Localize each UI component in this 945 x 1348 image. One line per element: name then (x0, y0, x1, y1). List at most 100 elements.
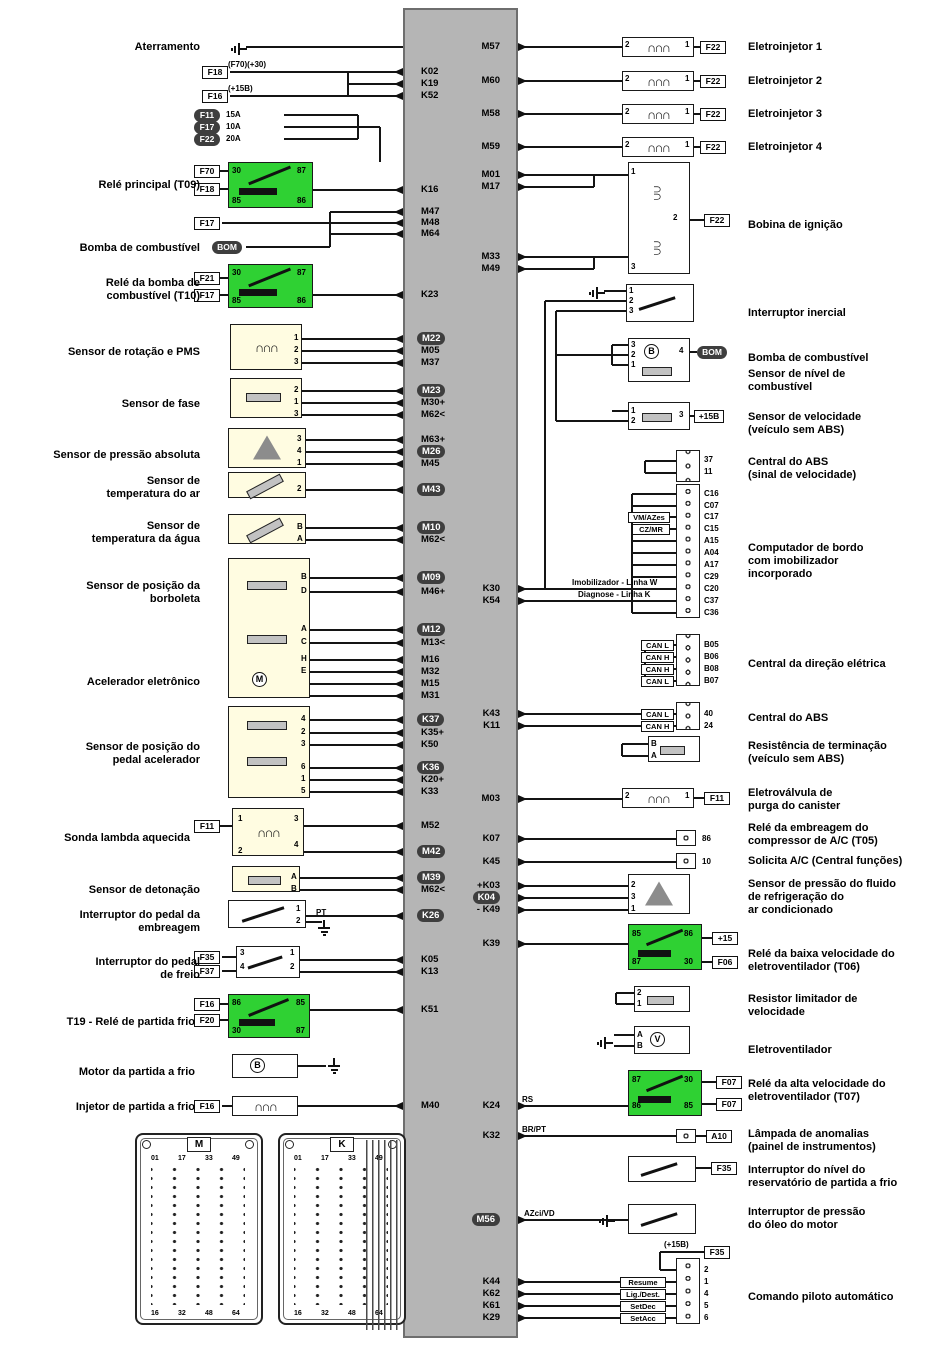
ecu-pin-left: K33 (421, 786, 439, 797)
connector-pin-number: 17 (321, 1155, 329, 1162)
small-text: 1 (631, 904, 636, 913)
ecu-pin-left: K19 (421, 78, 439, 89)
fuse-tag: F07 (716, 1097, 742, 1111)
small-text: 5 (704, 1301, 709, 1310)
wire-name-label: CAN H (641, 652, 674, 663)
small-text: C16 (704, 489, 719, 498)
pressure-sensor-icon (645, 881, 673, 906)
relay-contact-icon (248, 166, 291, 186)
pin-arrow-icon (518, 710, 527, 718)
component-label: Sensor de temperatura do ar (106, 475, 200, 500)
pin-arrow-icon (394, 1006, 403, 1014)
knock-sensor-box (232, 866, 300, 892)
component-label: Comando piloto automático (748, 1291, 894, 1303)
wire-segment (358, 126, 380, 128)
small-text: (+15B) (664, 1240, 689, 1249)
relay-coil-icon (238, 1018, 276, 1026)
ecu-pin-left: M15 (421, 678, 440, 689)
small-text: 3 (301, 739, 306, 748)
ecu-pin-left: K37 (417, 713, 445, 726)
fuse-tag: F18 (202, 65, 228, 79)
wire-segment (300, 971, 403, 973)
component-label: Aterramento (134, 41, 200, 53)
ecu-pin-left: M39 (417, 871, 446, 884)
wire-segment (632, 612, 676, 614)
ecu-pin-left: K51 (421, 1004, 439, 1015)
pin-arrow-icon (394, 764, 403, 772)
wire-segment (696, 1167, 711, 1169)
main-relay-box (228, 162, 313, 208)
small-text: 5 (301, 786, 306, 795)
pin-arrow-icon (518, 585, 527, 593)
ecu-pin-left: K20+ (421, 774, 444, 785)
wire-segment (694, 113, 700, 115)
ecu-pin-left: M16 (421, 654, 440, 665)
ecu-pin-left: K52 (421, 90, 439, 101)
wire-name-label: CAN L (641, 709, 674, 720)
wire-segment (612, 344, 628, 346)
small-text: B07 (704, 676, 719, 685)
pin-arrow-icon (518, 882, 527, 890)
pin-arrow-icon (394, 68, 403, 76)
pin-arrow-icon (518, 894, 527, 902)
ecu-pin-right: K61 (482, 1300, 500, 1311)
pin-arrow-icon (394, 208, 403, 216)
ecu-pin-left: K13 (421, 966, 439, 977)
pin-arrow-icon (394, 574, 403, 582)
wire-name-label: CAN L (641, 640, 674, 651)
small-text: 1 (685, 107, 690, 116)
pin-arrow-icon (518, 906, 527, 914)
ecu-pin-right: M59 (481, 141, 500, 152)
switch-icon (241, 906, 285, 923)
fan-low-relay-box (628, 924, 702, 970)
small-text: 2 (625, 791, 630, 800)
wire-segment (518, 80, 622, 82)
cable-hatch (366, 1140, 402, 1330)
pin-arrow-icon (518, 1302, 527, 1310)
wire-segment (300, 959, 403, 961)
pin-arrow-icon (394, 716, 403, 724)
small-text: C (301, 637, 307, 646)
pin-arrow-icon (518, 1216, 527, 1224)
switch-icon (640, 1162, 678, 1177)
small-text: 3 (631, 340, 636, 349)
wire-segment (304, 825, 403, 827)
component-label: Bomba de combustível (79, 242, 200, 254)
wire-segment (660, 1269, 676, 1271)
wire-segment (246, 246, 330, 248)
wire-segment (220, 1019, 228, 1021)
wire-segment (518, 1105, 628, 1107)
wire-segment (310, 642, 403, 644)
brake-switch-box (236, 946, 300, 978)
small-text: 1 (685, 40, 690, 49)
small-text: A15 (704, 536, 719, 545)
small-text: 2 (625, 74, 630, 83)
wire-segment (313, 294, 403, 296)
fuse-tag: F35 (194, 950, 220, 964)
wire-segment (622, 755, 648, 757)
ecu-pin-left: M10 (417, 521, 446, 534)
small-text: 1 (631, 360, 636, 369)
small-text: 1 (296, 904, 301, 913)
wire-segment (306, 921, 322, 923)
relay-coil-icon (238, 288, 278, 296)
fuse-tag: A10 (706, 1129, 732, 1143)
fuse-tag: F17 (194, 216, 220, 230)
ecu-pin-left: M12 (417, 623, 446, 636)
connector-pin-number: 17 (178, 1155, 186, 1162)
clutch-switch-box (228, 900, 306, 928)
wire-segment (220, 188, 228, 190)
wire-segment (298, 1065, 326, 1067)
wire-segment (644, 645, 646, 681)
pin-arrow-icon (518, 253, 527, 261)
fuse-tag: F20 (194, 1013, 220, 1027)
component-label: Sensor de rotação e PMS (67, 346, 200, 358)
ecu-pin-right: K44 (482, 1276, 500, 1287)
wire-segment (302, 414, 403, 416)
wire-segment (545, 300, 626, 302)
motor-b-icon: B (644, 344, 659, 359)
wire-segment (306, 539, 403, 541)
wire-segment (593, 175, 595, 187)
ecu-pin-left: M46+ (421, 586, 446, 597)
